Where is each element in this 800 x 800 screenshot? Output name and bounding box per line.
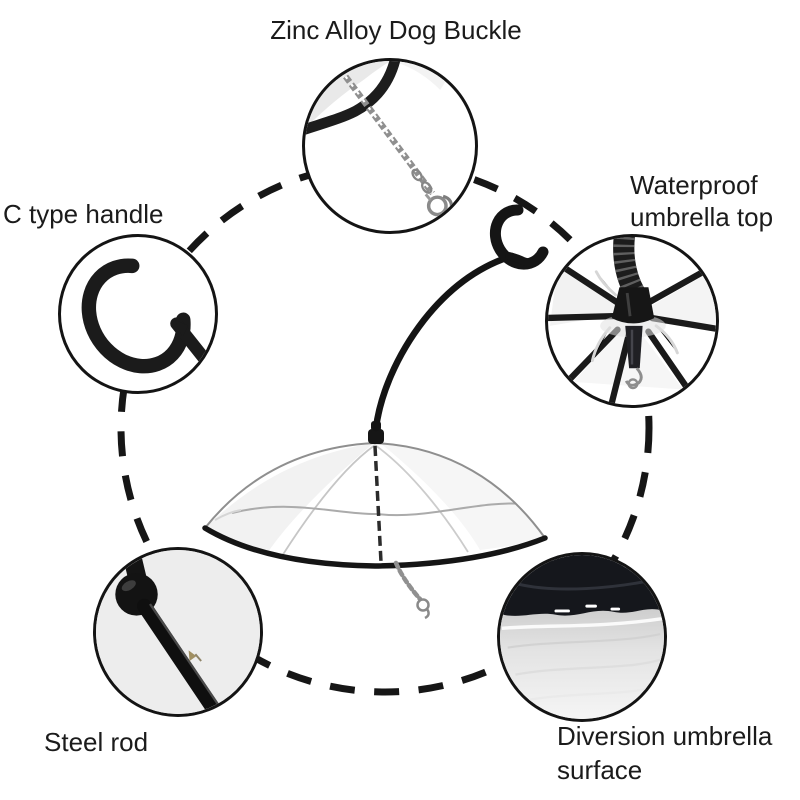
c-handle-top <box>489 204 549 270</box>
screw-detail <box>188 650 202 662</box>
label-diversion-umbrella-surface: Diversion umbrella surface <box>557 719 772 787</box>
callout-circle-umbrella-top <box>545 234 719 408</box>
umbrella-top-icon <box>548 237 716 405</box>
umbrella-surface-icon <box>500 555 664 719</box>
label-waterproof-umbrella-top: Waterproof umbrella top <box>630 169 773 233</box>
c-handle-ring <box>81 258 191 374</box>
label-zinc-alloy-dog-buckle: Zinc Alloy Dog Buckle <box>270 15 522 45</box>
label-steel-rod: Steel rod <box>44 727 149 757</box>
canopy-black-trim <box>202 525 548 569</box>
callout-circle-umbrella-surface <box>497 552 667 722</box>
edge-glints <box>554 604 621 613</box>
dark-canopy-band <box>500 555 664 616</box>
hanging-chain <box>393 560 430 620</box>
label-c-type-handle: C type handle <box>3 199 164 229</box>
canopy-edge-cord <box>305 61 401 135</box>
label-waterproof-line1: Waterproof <box>630 170 758 200</box>
surface-sheen <box>501 617 663 701</box>
metal-chain <box>343 74 436 196</box>
center-pole <box>625 325 643 369</box>
label-waterproof-line2: umbrella top <box>630 202 774 232</box>
label-diversion-line2: surface <box>557 755 643 785</box>
umbrella-canopy <box>202 441 548 569</box>
callout-circle-c-handle <box>58 234 218 394</box>
callout-circle-steel-rod <box>93 547 263 717</box>
hanging-hook <box>624 367 643 390</box>
label-diversion-line1: Diversion umbrella <box>557 721 773 751</box>
umbrella-rod <box>368 252 516 444</box>
steel-rod-icon <box>96 550 260 714</box>
umbrella-hub <box>611 287 655 324</box>
